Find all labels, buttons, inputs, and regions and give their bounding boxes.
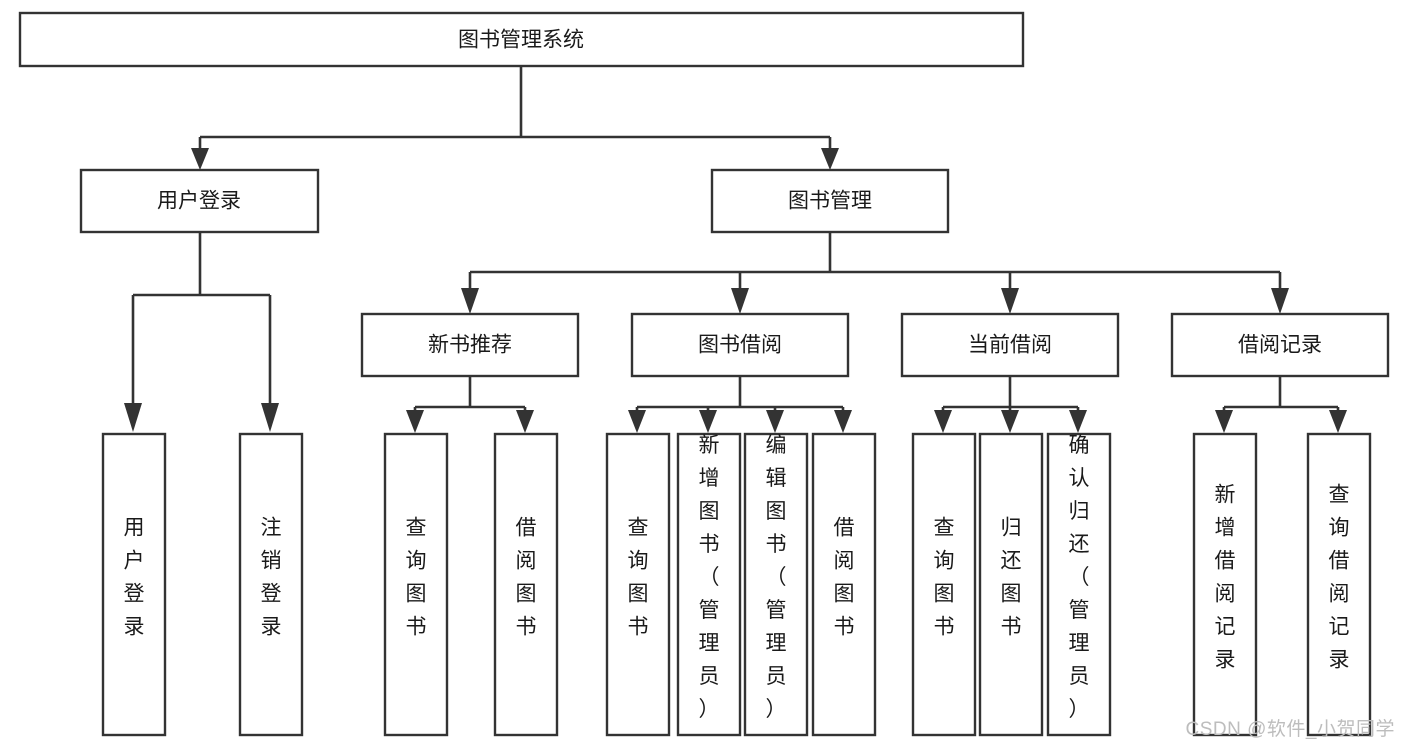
- node-root-system-box[interactable]: [18, 11, 1025, 68]
- leaf-node-user-login-login-label: 用户登录: [124, 517, 145, 639]
- connector-group-current-borrow: [934, 376, 1087, 433]
- node-user-login[interactable]: 用户登录: [79, 168, 320, 234]
- node-book-management-label: 图书管理: [788, 190, 872, 213]
- arrow-head-cb-leaf-1: [934, 410, 952, 433]
- arrow-head-nbr-leaf-2: [516, 410, 534, 433]
- arrow-head-bb-leaf-3: [766, 410, 784, 433]
- connector-group-root: [191, 66, 839, 170]
- connector-group-book-mgmt: [461, 232, 1289, 314]
- arrow-head-new-book-recommend: [461, 288, 479, 314]
- node-root-system[interactable]: 图书管理系统: [18, 11, 1025, 68]
- leaf-node-br-add-record-box[interactable]: [1192, 432, 1258, 737]
- leaf-node-cb-query-book-label: 查询图书: [934, 517, 955, 639]
- leaf-node-bb-borrow-book-label: 借阅图书: [834, 517, 855, 639]
- leaf-node-nbr-borrow-book[interactable]: 借阅图书: [493, 432, 559, 737]
- leaf-node-bb-edit-book-box[interactable]: [743, 432, 809, 737]
- node-current-borrow-label: 当前借阅: [968, 334, 1052, 357]
- connector-group-new-book-recommend: [406, 376, 534, 433]
- leaf-node-cb-return-book-label: 归还图书: [1001, 517, 1022, 639]
- arrow-head-cb-leaf-2: [1001, 410, 1019, 433]
- leaf-node-bb-add-book-box[interactable]: [676, 432, 742, 737]
- leaf-node-br-query-record[interactable]: 查询借阅记录: [1306, 432, 1372, 737]
- leaf-node-bb-borrow-book-box[interactable]: [811, 432, 877, 737]
- leaf-node-user-login-logout-label: 注销登录: [261, 517, 282, 639]
- leaf-node-nbr-query-book[interactable]: 查询图书: [383, 432, 449, 737]
- leaf-node-br-add-record-label: 新增借阅记录: [1215, 484, 1236, 672]
- arrow-head-leaf-user-login-1: [124, 403, 142, 432]
- leaf-node-nbr-borrow-book-box[interactable]: [493, 432, 559, 737]
- arrow-head-book-mgmt: [821, 148, 839, 170]
- node-root-system-label: 图书管理系统: [458, 29, 584, 52]
- arrow-head-nbr-leaf-1: [406, 410, 424, 433]
- arrow-head-br-leaf-2: [1329, 410, 1347, 433]
- leaf-node-cb-query-book-box[interactable]: [911, 432, 977, 737]
- leaf-node-bb-edit-book-label: 编辑图书（管理员）: [766, 434, 787, 721]
- node-borrow-record-box[interactable]: [1170, 312, 1390, 378]
- leaf-node-cb-return-book-box[interactable]: [978, 432, 1044, 737]
- leaf-node-cb-return-book[interactable]: 归还图书: [978, 432, 1044, 737]
- arrow-head-user-login: [191, 148, 209, 170]
- leaf-node-bb-query-book-box[interactable]: [605, 432, 671, 737]
- arrow-head-bb-leaf-1: [628, 410, 646, 433]
- leaf-node-nbr-query-book-label: 查询图书: [406, 517, 427, 639]
- connector-group-user-login: [124, 232, 279, 432]
- leaf-node-br-add-record[interactable]: 新增借阅记录: [1192, 432, 1258, 737]
- node-user-login-box[interactable]: [79, 168, 320, 234]
- leaf-node-br-query-record-box[interactable]: [1306, 432, 1372, 737]
- node-new-book-recommend-label: 新书推荐: [428, 334, 512, 357]
- connector-group-book-borrow: [628, 376, 852, 433]
- node-book-borrow-label: 图书借阅: [698, 334, 782, 357]
- leaf-node-user-login-login-box[interactable]: [101, 432, 167, 737]
- leaf-node-user-login-login[interactable]: 用户登录: [101, 432, 167, 737]
- leaf-node-br-query-record-label: 查询借阅记录: [1329, 484, 1350, 672]
- node-user-login-label: 用户登录: [157, 190, 241, 213]
- node-book-management-box[interactable]: [710, 168, 950, 234]
- leaf-node-cb-confirm-return-label: 确认归还（管理员）: [1069, 434, 1090, 721]
- leaf-node-bb-query-book-label: 查询图书: [628, 517, 649, 639]
- leaf-node-cb-confirm-return-box[interactable]: [1046, 432, 1112, 737]
- leaf-node-bb-query-book[interactable]: 查询图书: [605, 432, 671, 737]
- node-book-borrow-box[interactable]: [630, 312, 850, 378]
- arrow-head-leaf-user-login-2: [261, 403, 279, 432]
- connector-group-borrow-record: [1215, 376, 1347, 433]
- leaf-node-nbr-borrow-book-label: 借阅图书: [516, 517, 537, 639]
- node-book-management[interactable]: 图书管理: [710, 168, 950, 234]
- node-current-borrow[interactable]: 当前借阅: [900, 312, 1120, 378]
- arrow-head-bb-leaf-4: [834, 410, 852, 433]
- arrow-head-borrow-record: [1271, 288, 1289, 314]
- arrow-head-bb-leaf-2: [699, 410, 717, 433]
- node-new-book-recommend[interactable]: 新书推荐: [360, 312, 580, 378]
- leaf-node-cb-confirm-return[interactable]: 确认归还（管理员）: [1046, 432, 1112, 737]
- arrow-head-book-borrow: [731, 288, 749, 314]
- node-book-borrow[interactable]: 图书借阅: [630, 312, 850, 378]
- leaf-node-bb-add-book-label: 新增图书（管理员）: [699, 434, 720, 721]
- leaf-node-bb-edit-book[interactable]: 编辑图书（管理员）: [743, 432, 809, 737]
- node-borrow-record-label: 借阅记录: [1238, 334, 1322, 357]
- node-new-book-recommend-box[interactable]: [360, 312, 580, 378]
- leaf-node-nbr-query-book-box[interactable]: [383, 432, 449, 737]
- leaf-node-user-login-logout[interactable]: 注销登录: [238, 432, 304, 737]
- arrow-head-cb-leaf-3: [1069, 410, 1087, 433]
- node-borrow-record[interactable]: 借阅记录: [1170, 312, 1390, 378]
- leaf-node-bb-add-book[interactable]: 新增图书（管理员）: [676, 432, 742, 737]
- arrow-head-current-borrow: [1001, 288, 1019, 314]
- leaf-node-user-login-logout-box[interactable]: [238, 432, 304, 737]
- node-current-borrow-box[interactable]: [900, 312, 1120, 378]
- leaf-node-cb-query-book[interactable]: 查询图书: [911, 432, 977, 737]
- leaf-node-bb-borrow-book[interactable]: 借阅图书: [811, 432, 877, 737]
- arrow-head-br-leaf-1: [1215, 410, 1233, 433]
